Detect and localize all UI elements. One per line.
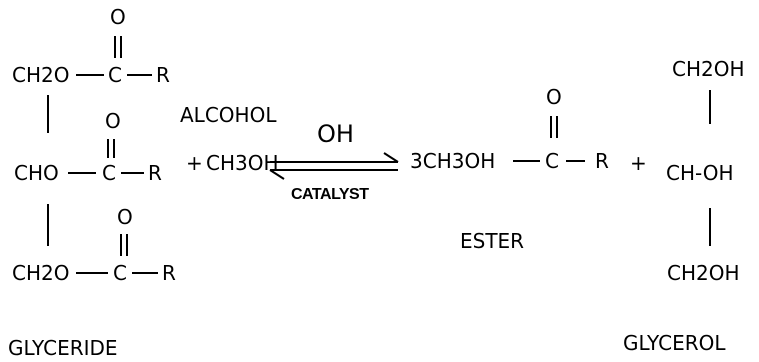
glyceride-o-1: O (110, 5, 126, 29)
glycerol-label: GLYCEROL (623, 331, 726, 355)
alcohol-label: ALCOHOL (180, 103, 277, 127)
ester-label: ESTER (460, 229, 524, 253)
glyceride-c-3: C (113, 261, 127, 285)
reverse-arrow-head (269, 169, 285, 180)
glycerol-top: CH2OH (672, 57, 745, 81)
glyceride-o-2: O (105, 109, 121, 133)
glyceride-o-3: O (117, 205, 133, 229)
ester-formula: 3CH3OH (410, 149, 495, 173)
glyceride-c-1: C (108, 63, 122, 87)
glyceride-c-2: C (102, 161, 116, 185)
glycerol-bottom: CH2OH (667, 261, 740, 285)
ester-o: O (546, 85, 562, 109)
glyceride-label: GLYCERIDE (8, 336, 118, 360)
glyceride-cho: CHO (14, 161, 59, 185)
plus-sign-2: + (630, 151, 647, 175)
forward-arrow-head (383, 152, 399, 163)
ester-c: C (545, 149, 559, 173)
glyceride-r-1: R (156, 63, 170, 87)
methanol-formula: CH3OH (206, 151, 279, 175)
plus-sign-1: + (186, 151, 203, 175)
glyceride-r-2: R (148, 161, 162, 185)
glyceride-r-3: R (162, 261, 176, 285)
ester-r: R (595, 149, 609, 173)
arrow-condition-above: OH (317, 120, 354, 148)
glyceride-ch2o-bottom: CH2O (12, 261, 69, 285)
arrow-condition-below: CATALYST (291, 186, 369, 203)
glyceride-ch2o-top: CH2O (12, 63, 69, 87)
glycerol-middle: CH-OH (666, 161, 734, 185)
